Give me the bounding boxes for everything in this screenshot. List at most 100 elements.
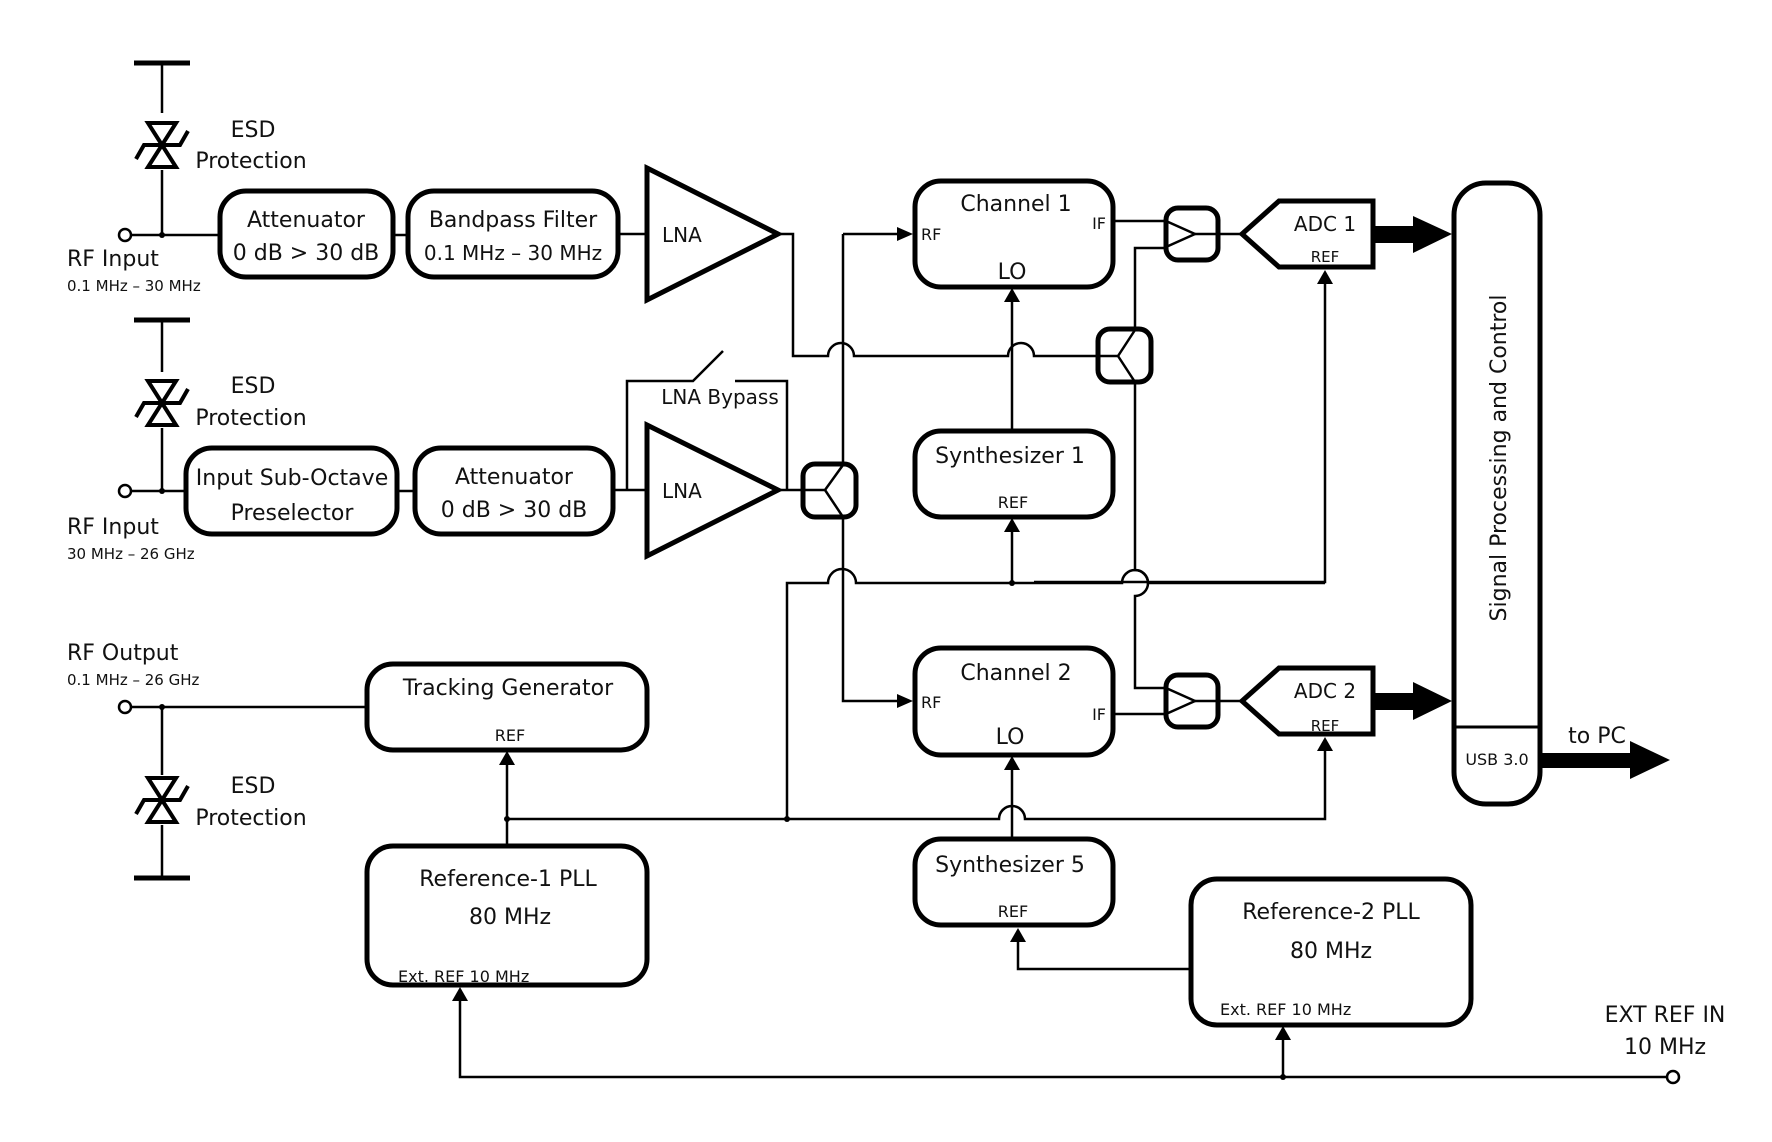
svg-text:ADC 2: ADC 2	[1294, 679, 1356, 703]
rf-input-1-label: RF Input	[67, 247, 159, 272]
rf-switch-2	[800, 461, 859, 520]
svg-text:IF: IF	[1092, 705, 1106, 724]
signal-processing-and-control: Signal Processing and Control USB 3.0	[1451, 180, 1543, 807]
attenuator-1: Attenuator 0 dB > 30 dB	[217, 188, 396, 280]
arrow-icon	[1275, 1026, 1291, 1040]
junction-dot	[784, 816, 790, 822]
svg-text:LO: LO	[996, 725, 1025, 750]
lna-bypass-label: LNA Bypass	[661, 385, 779, 409]
arrow-icon	[1004, 756, 1020, 770]
rf-input-1-port[interactable]	[117, 227, 133, 243]
lna-1: LNA	[644, 163, 784, 305]
tvs-diode-icon	[134, 121, 190, 169]
ext-ref-label: EXT REF IN	[1605, 1003, 1726, 1028]
ext-ref-in-port[interactable]	[1665, 1069, 1681, 1085]
arrow-icon	[1004, 518, 1020, 532]
reference-2-pll: Reference-2 PLL 80 MHz Ext. REF 10 MHz	[1188, 876, 1474, 1028]
rf-input-1-range: 0.1 MHz – 30 MHz	[67, 277, 201, 295]
svg-text:ADC 1: ADC 1	[1294, 212, 1356, 236]
lna-2: LNA	[644, 420, 784, 561]
channel-2: Channel 2 RF IF LO	[912, 645, 1116, 758]
svg-text:LNA: LNA	[662, 223, 702, 247]
svg-text:Bandpass Filter: Bandpass Filter	[429, 208, 598, 233]
rf-input-2-label: RF Input	[67, 515, 159, 540]
usb-link	[1540, 753, 1634, 768]
rf-output-port[interactable]	[117, 699, 133, 715]
esd-label: Protection	[195, 149, 306, 174]
arrow-icon	[1004, 288, 1020, 302]
svg-text:LO: LO	[998, 260, 1027, 285]
tvs-diode-icon	[134, 776, 190, 824]
svg-text:ESD: ESD	[231, 374, 276, 399]
amplifier-icon	[644, 163, 784, 305]
arrow-icon	[1413, 682, 1452, 720]
svg-text:Synthesizer 1: Synthesizer 1	[935, 444, 1085, 469]
bandpass-filter: Bandpass Filter 0.1 MHz – 30 MHz	[405, 188, 621, 280]
svg-text:REF: REF	[495, 726, 525, 745]
amplifier-icon	[644, 420, 784, 561]
adc-2: ADC 2 REF	[1238, 665, 1376, 737]
arrow-icon	[452, 987, 468, 1001]
svg-text:Ext. REF 10 MHz: Ext. REF 10 MHz	[1220, 1000, 1351, 1019]
svg-text:Attenuator: Attenuator	[455, 465, 574, 490]
svg-text:0.1 MHz – 30 MHz: 0.1 MHz – 30 MHz	[424, 241, 602, 265]
rf-input-2-range: 30 MHz – 26 GHz	[67, 545, 195, 563]
arrow-icon	[1413, 216, 1452, 253]
arrow-icon	[897, 694, 913, 708]
arrow-icon	[499, 751, 515, 765]
arrow-icon	[1317, 737, 1333, 751]
data-bus-1	[1373, 226, 1417, 243]
svg-text:IF: IF	[1092, 214, 1106, 233]
svg-text:Channel 1: Channel 1	[960, 192, 1071, 217]
data-bus-2	[1373, 693, 1417, 710]
esd-protection-3: ESD Protection	[134, 707, 307, 881]
rf-output-range: 0.1 MHz – 26 GHz	[67, 671, 200, 689]
usb-label: USB 3.0	[1465, 750, 1528, 769]
reference-1-pll: Reference-1 PLL 80 MHz Ext. REF 10 MHz	[364, 843, 650, 988]
svg-text:RF: RF	[921, 225, 941, 244]
svg-text:REF: REF	[998, 493, 1028, 512]
rf-switch-1	[1095, 326, 1154, 385]
synthesizer-5: Synthesizer 5 REF	[912, 836, 1116, 928]
svg-text:0 dB > 30 dB: 0 dB > 30 dB	[233, 241, 380, 266]
esd-protection-1: ESD Protection	[134, 60, 307, 235]
svg-text:Signal Processing and Control: Signal Processing and Control	[1487, 295, 1512, 622]
tracking-generator: Tracking Generator REF	[364, 661, 650, 753]
synthesizer-1: Synthesizer 1 REF	[912, 428, 1116, 520]
svg-text:Synthesizer 5: Synthesizer 5	[935, 853, 1085, 878]
svg-text:LNA: LNA	[662, 479, 702, 503]
tvs-diode-icon	[134, 379, 190, 427]
lna-bypass-switch[interactable]: LNA Bypass	[625, 350, 789, 490]
arrow-icon	[1010, 928, 1026, 942]
attenuator-2: Attenuator 0 dB > 30 dB	[412, 445, 616, 537]
rf-output-label: RF Output	[67, 641, 179, 666]
svg-text:80 MHz: 80 MHz	[469, 905, 551, 930]
arrow-icon	[897, 227, 913, 241]
svg-text:Reference-2 PLL: Reference-2 PLL	[1242, 900, 1420, 925]
svg-text:Protection: Protection	[195, 406, 306, 431]
channel-1: Channel 1 RF IF LO	[912, 178, 1116, 290]
arrow-icon	[1317, 270, 1333, 284]
svg-text:REF: REF	[998, 902, 1028, 921]
svg-text:Channel 2: Channel 2	[960, 661, 1071, 686]
esd-label: ESD	[231, 118, 276, 143]
svg-text:Attenuator: Attenuator	[247, 208, 366, 233]
svg-text:REF: REF	[1311, 248, 1340, 266]
esd-protection-2: ESD Protection	[134, 317, 307, 491]
svg-text:0 dB > 30 dB: 0 dB > 30 dB	[441, 498, 588, 523]
svg-text:Protection: Protection	[195, 806, 306, 831]
svg-text:80 MHz: 80 MHz	[1290, 939, 1372, 964]
ext-ref-freq: 10 MHz	[1624, 1035, 1706, 1060]
svg-text:ESD: ESD	[231, 774, 276, 799]
rf-input-2-port[interactable]	[117, 483, 133, 499]
adc-1: ADC 1 REF	[1238, 198, 1376, 270]
svg-text:Ext. REF 10 MHz: Ext. REF 10 MHz	[398, 967, 529, 986]
junction-dot	[1009, 580, 1015, 586]
svg-text:Preselector: Preselector	[231, 501, 355, 526]
to-pc-label: to PC	[1568, 724, 1626, 749]
junction-dot	[1280, 1074, 1286, 1080]
svg-text:RF: RF	[921, 693, 941, 712]
svg-text:Input Sub-Octave: Input Sub-Octave	[196, 466, 388, 491]
svg-text:Tracking Generator: Tracking Generator	[402, 676, 614, 701]
